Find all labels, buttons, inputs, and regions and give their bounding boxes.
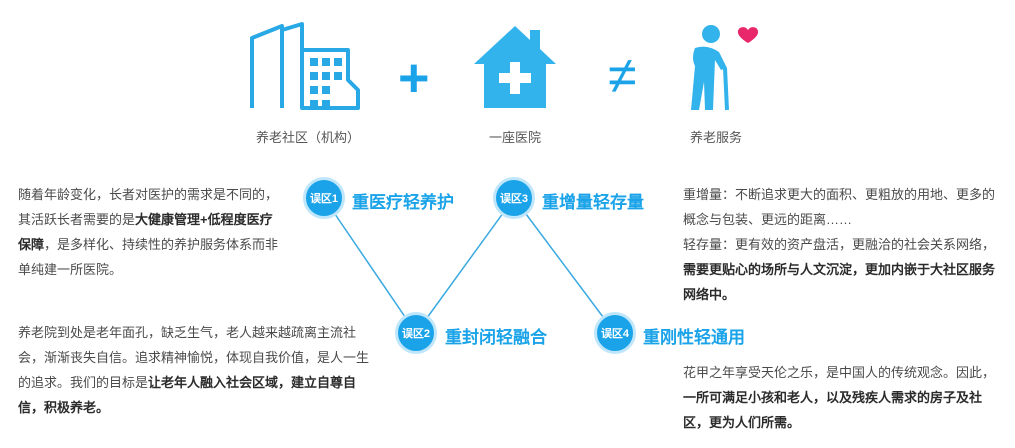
left-p1-text-2: ，是多样化、持续性的养护服务体系而非单纯建一所医院。: [18, 237, 279, 277]
right-p1-line2: 轻存量：更有效的资产盘活，更融洽的社会关系网络，: [683, 237, 996, 252]
not-equal-icon: ≠: [608, 47, 637, 105]
service-label: 养老服务: [689, 130, 742, 145]
right-p2-bold: 一所可满足小孩和老人，以及残疾人需求的房子及社区，更为人们所需。: [683, 390, 983, 430]
right-p1-bold: 需要更贴心的场所与人文沉淀，更加内嵌于大社区服务网络中。: [683, 262, 996, 302]
left-p2-text: 养老院到处是老年面孔，缺乏生气，老人越来越疏离主流社会，渐渐丧失自信。追求精神愉…: [18, 325, 370, 390]
right-p2-text: 花甲之年享受天伦之乐，是中国人的传统观念。因此，: [683, 365, 996, 380]
community-icon: [248, 20, 368, 112]
right-paragraph-1: 重增量：不断追求更大的面积、更粗放的用地、更多的概念与包装、更远的距离…… 轻存…: [683, 182, 1007, 307]
left-p1-text: 随着年龄变化，长者对医护的需求是不同的，其活跃长者需要的是: [18, 187, 279, 227]
elderly-person-icon: [685, 22, 765, 114]
misconception-4-title: 重刚性轻通用: [643, 328, 745, 347]
left-paragraph-2: 养老院到处是老年面孔，缺乏生气，老人越来越疏离主流社会，渐渐丧失自信。追求精神愉…: [18, 320, 370, 420]
left-p1-bold: 大健康管理+低程度医疗保障: [18, 212, 273, 252]
left-p2-bold: 让老年人融入社会区域，建立自尊自信，积极养老。: [18, 375, 357, 415]
misconception-4-badge: 误区4: [594, 312, 636, 354]
plus-icon: +: [398, 48, 430, 108]
right-paragraph-2: 花甲之年享受天伦之乐，是中国人的传统观念。因此， 一所可满足小孩和老人，以及残疾人…: [683, 360, 1007, 435]
misconception-1-title: 重医疗轻养护: [352, 193, 454, 212]
misconception-3-title: 重增量轻存量: [542, 193, 644, 212]
community-label: 养老社区（机构）: [255, 130, 360, 145]
misconception-1-badge: 误区1: [303, 177, 345, 219]
hospital-icon: [470, 22, 560, 110]
misconception-3-badge: 误区3: [493, 177, 535, 219]
misconception-2-badge: 误区2: [395, 312, 437, 354]
hospital-label: 一座医院: [488, 130, 541, 145]
right-p1-line1: 重增量：不断追求更大的面积、更粗放的用地、更多的概念与包装、更远的距离……: [683, 187, 996, 227]
left-paragraph-1: 随着年龄变化，长者对医护的需求是不同的，其活跃长者需要的是大健康管理+低程度医疗…: [18, 182, 280, 282]
misconception-2-title: 重封闭轻融合: [445, 328, 547, 347]
